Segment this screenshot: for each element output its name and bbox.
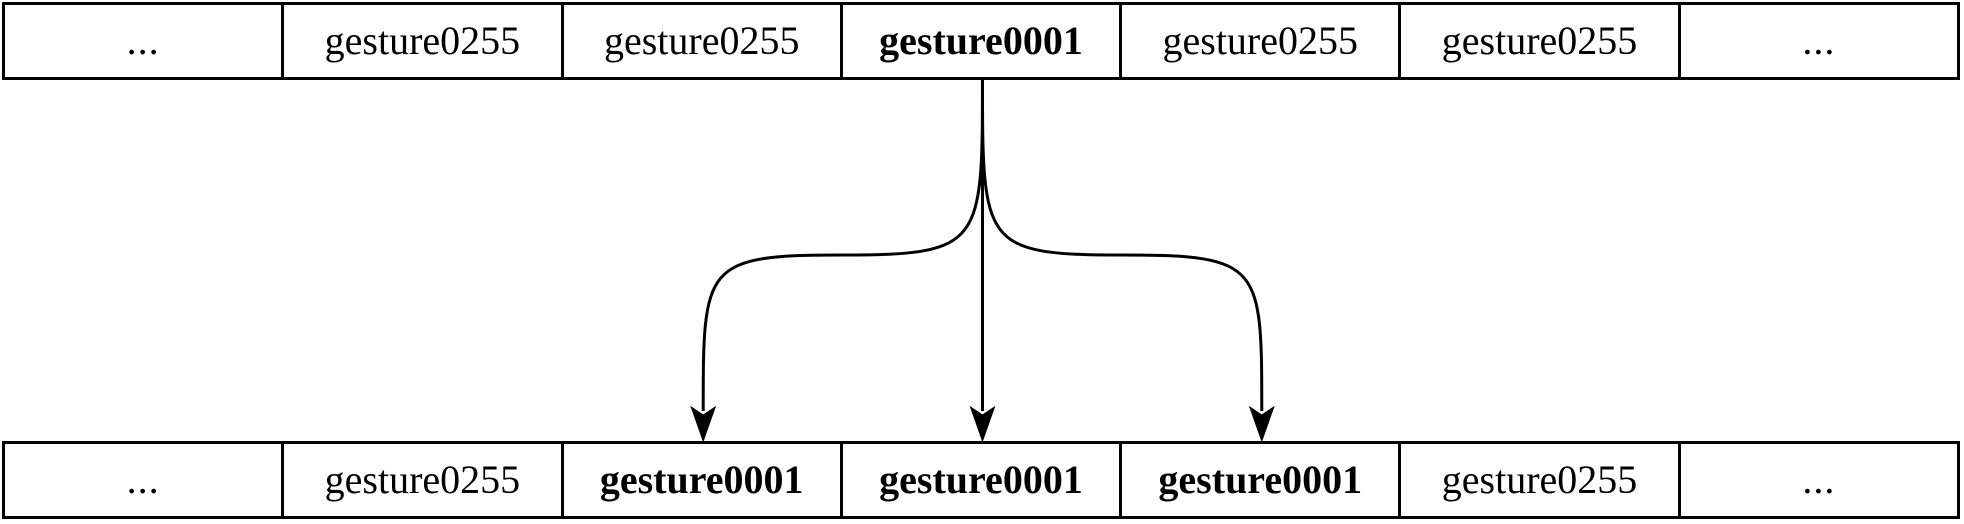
top-cell-3: gesture0001	[843, 5, 1123, 77]
arrow-line-to-cell-2	[701, 78, 984, 412]
top-cell-4: gesture0255	[1122, 5, 1402, 77]
arrowhead-to-cell-2	[690, 405, 717, 443]
arrowhead-to-cell-4	[1248, 405, 1275, 443]
bottom-cell-2: gesture0001	[564, 444, 843, 516]
top-cell-6: ...	[1802, 18, 1836, 63]
top-sequence-row: ... gesture0255 gesture0255 gesture0001 …	[2, 2, 1960, 80]
bottom-cell-4: gesture0001	[1122, 444, 1402, 516]
bottom-cell-3: gesture0001	[843, 444, 1123, 516]
bottom-cell-5: gesture0255	[1401, 444, 1681, 516]
top-cell-1: gesture0255	[284, 5, 564, 77]
bottom-cell-0: ...	[5, 444, 285, 516]
top-cell-0: ...	[5, 5, 285, 77]
arrow-line-to-cell-4	[980, 78, 1264, 412]
bottom-cell-6: ...	[1802, 457, 1836, 502]
top-cell-2: gesture0255	[564, 5, 843, 77]
arrowhead-to-cell-3	[969, 405, 996, 443]
top-cell-5: gesture0255	[1401, 5, 1681, 77]
bottom-cell-1: gesture0255	[284, 444, 564, 516]
bottom-sequence-row: ... gesture0255 gesture0001 gesture0001 …	[2, 441, 1960, 519]
